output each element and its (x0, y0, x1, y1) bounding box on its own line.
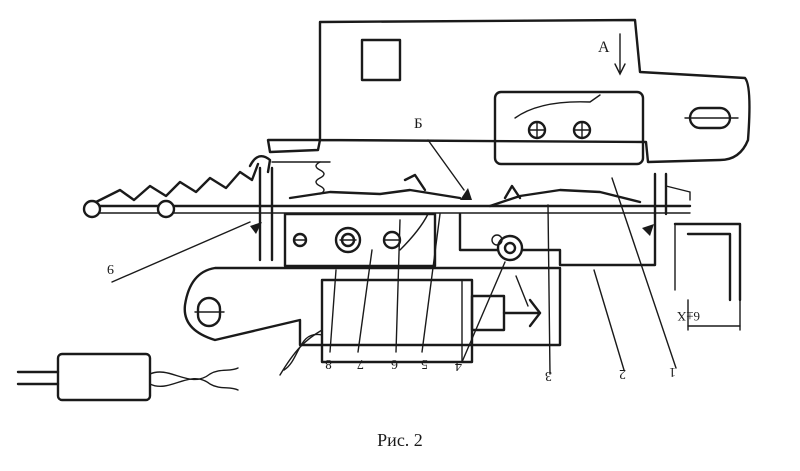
section-label: Б (414, 116, 423, 132)
contact-tab (503, 184, 522, 200)
zigzag-spring (94, 162, 260, 204)
view-label: А (598, 39, 610, 56)
callout-4: 4 (455, 358, 462, 373)
plug-body (56, 352, 152, 402)
plunger-clip (528, 298, 542, 328)
rod-end-mid (156, 199, 176, 219)
dimension-label: 6±X (676, 309, 700, 324)
relay-module (493, 90, 645, 166)
lower-frame (458, 212, 657, 267)
contact-lever (288, 188, 462, 200)
callout-1: 1 (669, 364, 676, 379)
square-window (360, 38, 402, 82)
contact-arm-right (488, 188, 642, 208)
rod-end-left (82, 199, 102, 219)
left-bracket-mark (250, 222, 262, 234)
coil-spring (315, 161, 325, 195)
terminal-screw-1 (292, 232, 308, 248)
section-leader (427, 139, 465, 191)
figure-caption: Рис. 2 (377, 430, 423, 450)
terminal-wire (399, 213, 429, 251)
relay-screw-1 (527, 120, 547, 140)
plug-cable-b (149, 378, 239, 391)
pivot-tab (491, 234, 503, 246)
leader-7 (357, 249, 373, 353)
side-bracket-inner (686, 232, 732, 302)
leader-2 (593, 269, 625, 371)
contact-tip (403, 173, 427, 192)
callout-3: 3 (545, 368, 552, 383)
lower-base (183, 266, 562, 347)
plug-cable-a (149, 367, 239, 381)
leader-9 (111, 221, 251, 283)
callout-9: 9 (107, 261, 114, 276)
callout-6: 6 (391, 356, 398, 371)
relay-screw-2 (572, 120, 592, 140)
leader-5 (421, 213, 441, 353)
terminal-block (283, 212, 437, 268)
coil-lead-b (283, 333, 323, 371)
leader-3 (547, 204, 551, 375)
leader-1 (611, 177, 677, 369)
pivot-pin (503, 241, 517, 255)
callout-8: 8 (325, 356, 332, 371)
callout-5: 5 (421, 356, 428, 371)
relay-spring (514, 94, 601, 119)
leader-6 (395, 219, 401, 353)
side-bracket (673, 222, 742, 302)
leader-4 (461, 261, 506, 363)
spring-hook (248, 154, 272, 174)
callout-7: 7 (357, 356, 364, 371)
callout-2: 2 (619, 366, 626, 381)
terminal-screw-2 (334, 226, 362, 254)
pivot (496, 234, 524, 262)
plunger-link (515, 275, 529, 307)
section-mark (460, 188, 472, 200)
view-arrow-head (614, 63, 626, 76)
right-post-flange (665, 185, 691, 201)
upper-plate (266, 18, 751, 164)
right-post-mark (642, 224, 654, 236)
leader-8 (329, 269, 337, 353)
